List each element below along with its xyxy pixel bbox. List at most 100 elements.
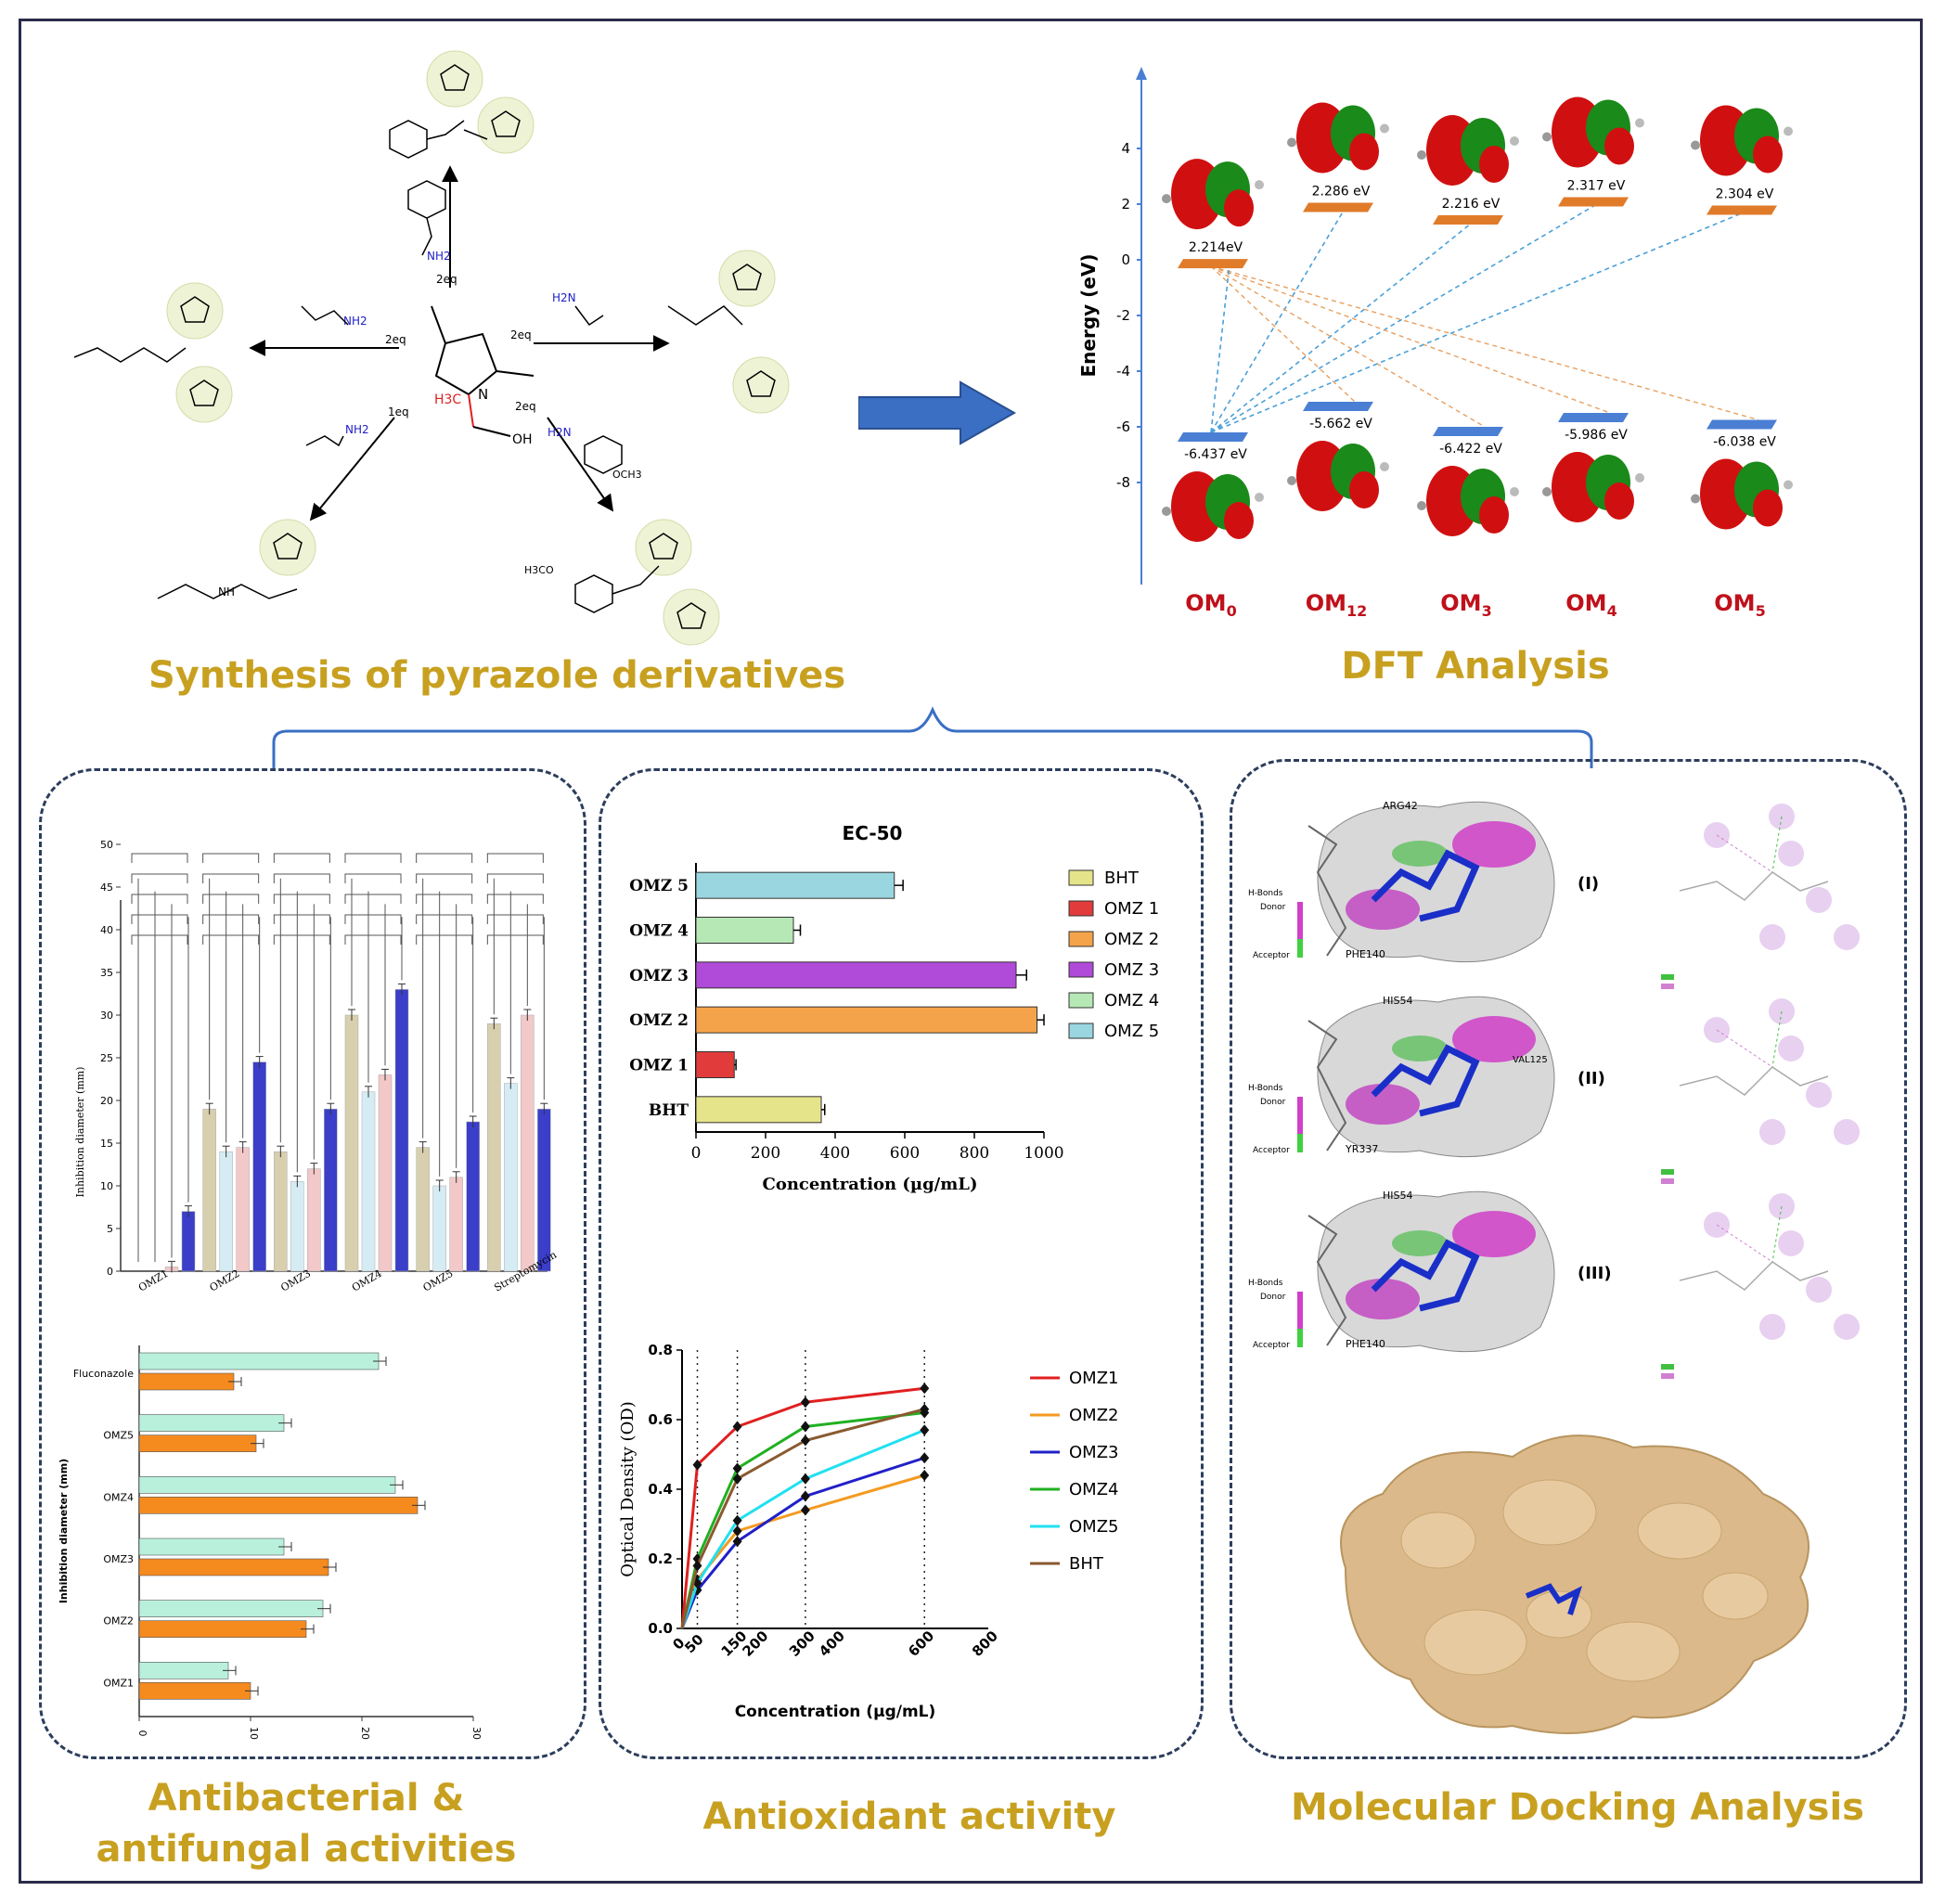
x-tick-label: 200 <box>751 1144 780 1163</box>
orbital-atom <box>1380 462 1389 471</box>
homo-level-1 <box>1303 402 1373 411</box>
legend-label: OMZ 5 <box>1104 1022 1159 1041</box>
title-antibacterial-1: Antibacterial & <box>148 1777 465 1820</box>
interaction-map-0 <box>1661 804 1860 989</box>
orbital-lobe-red <box>1479 146 1509 183</box>
bar <box>695 1051 735 1078</box>
y-tick-label: OMZ 2 <box>629 1011 689 1030</box>
product-h3co: H3CO <box>524 564 554 576</box>
residue-label-top: ARG42 <box>1383 800 1418 812</box>
data-point <box>732 1421 742 1433</box>
energy-tick-label: -4 <box>1116 363 1130 380</box>
data-point <box>920 1424 930 1436</box>
y-tick-label: 50 <box>100 839 113 851</box>
orbital-atom <box>1510 487 1519 496</box>
title-synthesis: Synthesis of pyrazole derivatives <box>148 654 846 697</box>
surface-bump <box>1502 1479 1597 1546</box>
significance-bracket <box>344 934 402 945</box>
x-tick-label: 0 <box>691 1144 702 1163</box>
significance-bracket <box>344 914 402 924</box>
bar <box>252 1061 266 1272</box>
x-axis-label: Concentration (µg/mL) <box>735 1703 936 1721</box>
orbital-lumo-1 <box>1287 102 1389 174</box>
y-tick-label: 40 <box>100 924 113 936</box>
significance-bracket <box>344 894 402 904</box>
interaction-line <box>1716 834 1773 873</box>
hbond-gradient-donor <box>1297 1292 1303 1329</box>
homo-level-4 <box>1707 419 1777 430</box>
bar <box>504 1083 518 1272</box>
central-pyrazole <box>431 305 535 437</box>
residue-label-top: HIS54 <box>1383 1190 1413 1202</box>
significance-bracket <box>202 914 260 924</box>
hbond-donor: Donor <box>1260 1293 1286 1302</box>
data-point <box>800 1434 810 1447</box>
significance-bracket <box>202 853 260 863</box>
hbond-legend-title: H-Bonds <box>1248 889 1283 898</box>
residue-disc <box>1834 1119 1860 1145</box>
flow-arrow <box>858 380 1016 445</box>
lumo-label-0: 2.214eV <box>1189 240 1243 255</box>
x-tick-label: 600 <box>905 1627 937 1660</box>
residue-disc <box>1778 1230 1804 1256</box>
synthesis-scheme: N H3C OH 2eq 2eq 2eq 1eq 2eq NH2 NH2 H2N… <box>73 50 790 646</box>
y-axis-label: Inhibition diameter (mm) <box>74 1067 86 1198</box>
panel-antioxidant <box>599 768 1204 1759</box>
homo-label-3: -5.986 eV <box>1565 428 1628 443</box>
data-point <box>920 1452 930 1464</box>
eq-label-down-left: 1eq <box>388 405 409 418</box>
orbital-lumo-4 <box>1691 105 1793 176</box>
bar <box>394 989 409 1272</box>
hbond-gradient-acceptor <box>1297 939 1303 958</box>
residue-disc <box>1806 1277 1832 1303</box>
surface-bump <box>1637 1502 1722 1560</box>
data-point <box>800 1396 810 1409</box>
significance-bracket <box>486 914 544 924</box>
series-line-OMZ3 <box>680 1456 925 1629</box>
complex-label-2: (III) <box>1578 1264 1612 1283</box>
molecule-label-0: OM0 <box>1185 590 1236 620</box>
interaction-map-1 <box>1661 998 1860 1184</box>
legend-swatch <box>1068 869 1094 886</box>
residue-disc <box>1806 1082 1832 1108</box>
atom-oh: OH <box>512 432 533 447</box>
reagent-skeletons <box>301 180 623 474</box>
interaction-line <box>1771 1010 1783 1068</box>
energy-tick-label: 0 <box>1121 251 1130 268</box>
transition-line-lumo <box>1210 265 1356 403</box>
lumo-level-3 <box>1558 197 1629 207</box>
orbital-homo-3 <box>1542 452 1644 522</box>
x-tick-label: 400 <box>816 1627 848 1660</box>
y-tick-label: OMZ3 <box>103 1553 134 1565</box>
residue-stick <box>1307 825 1347 957</box>
title-dft: DFT Analysis <box>1341 645 1610 688</box>
bar <box>138 1414 285 1432</box>
molecule-label-1: OM12 <box>1306 590 1368 620</box>
orbital-lumo-3 <box>1542 96 1644 168</box>
orbital-atom <box>1542 132 1552 142</box>
orbital-homo-1 <box>1287 441 1389 511</box>
molecule-subscript: 12 <box>1346 602 1367 620</box>
hbond-gradient-donor <box>1297 902 1303 939</box>
bar <box>138 1372 235 1391</box>
residue-disc <box>1778 841 1804 867</box>
significance-bracket <box>416 873 473 883</box>
significance-bracket <box>486 894 544 904</box>
data-point <box>732 1514 742 1526</box>
bar <box>487 1023 501 1272</box>
hbond-donor: Donor <box>1260 1098 1286 1107</box>
data-point <box>692 1560 702 1572</box>
surface-patch-green <box>1392 1036 1448 1061</box>
legend-label: OMZ4 <box>1069 1480 1118 1499</box>
hbond-gradient-acceptor <box>1297 1329 1303 1347</box>
orbital-atom <box>1287 137 1296 148</box>
data-point <box>800 1504 810 1516</box>
bar <box>537 1108 551 1272</box>
bar <box>219 1151 233 1272</box>
data-point <box>732 1525 742 1537</box>
residue-disc <box>1834 924 1860 950</box>
data-point <box>692 1459 702 1471</box>
